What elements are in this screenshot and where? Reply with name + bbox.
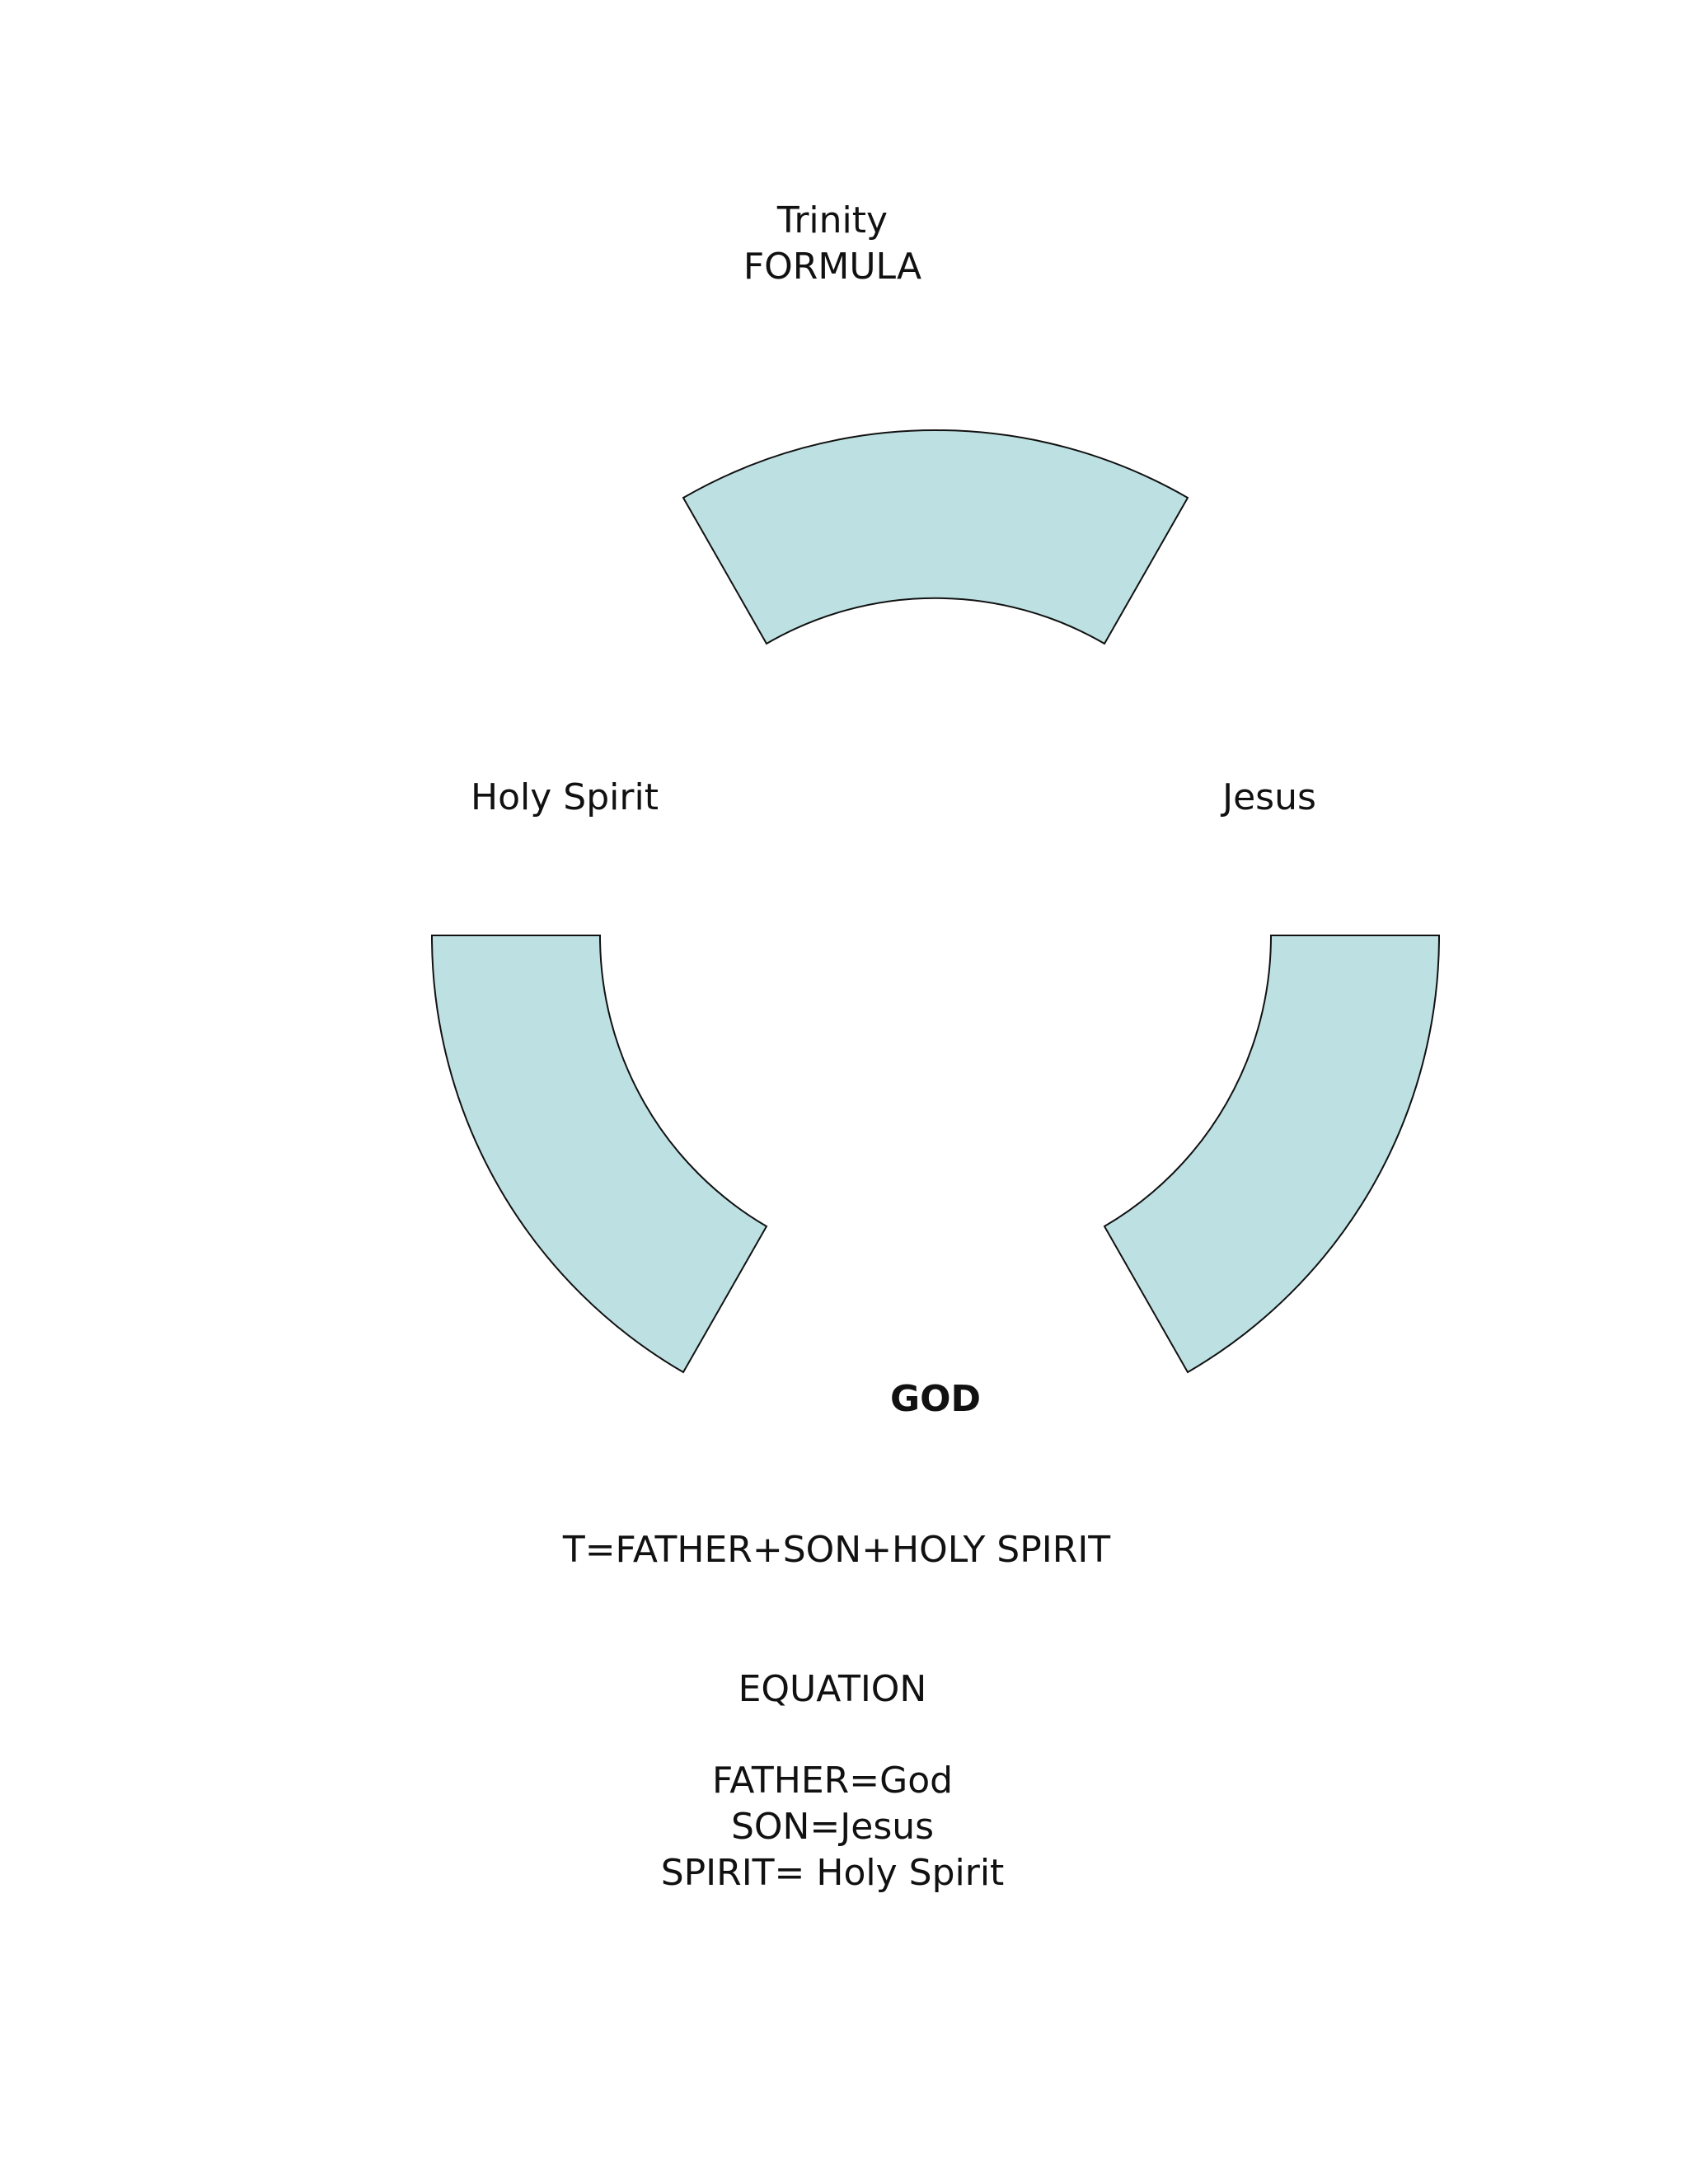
ring-segment-right xyxy=(1103,935,1441,1374)
label-holy-spirit: Holy Spirit xyxy=(471,776,659,818)
diagram-title: Trinity FORMULA xyxy=(0,198,1665,290)
ring-segment-left xyxy=(430,935,768,1374)
label-god: GOD xyxy=(889,1378,982,1420)
label-jesus: Jesus xyxy=(1222,776,1316,818)
equation-line-son: SON=Jesus xyxy=(730,1806,935,1848)
title-line-2: FORMULA xyxy=(743,246,922,288)
equation-heading: EQUATION xyxy=(738,1668,927,1710)
title-line-1: Trinity xyxy=(776,199,889,241)
equation-list: FATHER=God SON=Jesus SPIRIT= Holy Spirit xyxy=(0,1758,1665,1896)
trinity-formula: T=FATHER+SON+HOLY SPIRIT xyxy=(562,1529,1111,1571)
ring-segment-top xyxy=(682,429,1189,645)
equation-line-spirit: SPIRIT= Holy Spirit xyxy=(660,1852,1005,1894)
equation-line-father: FATHER=God xyxy=(711,1760,954,1802)
